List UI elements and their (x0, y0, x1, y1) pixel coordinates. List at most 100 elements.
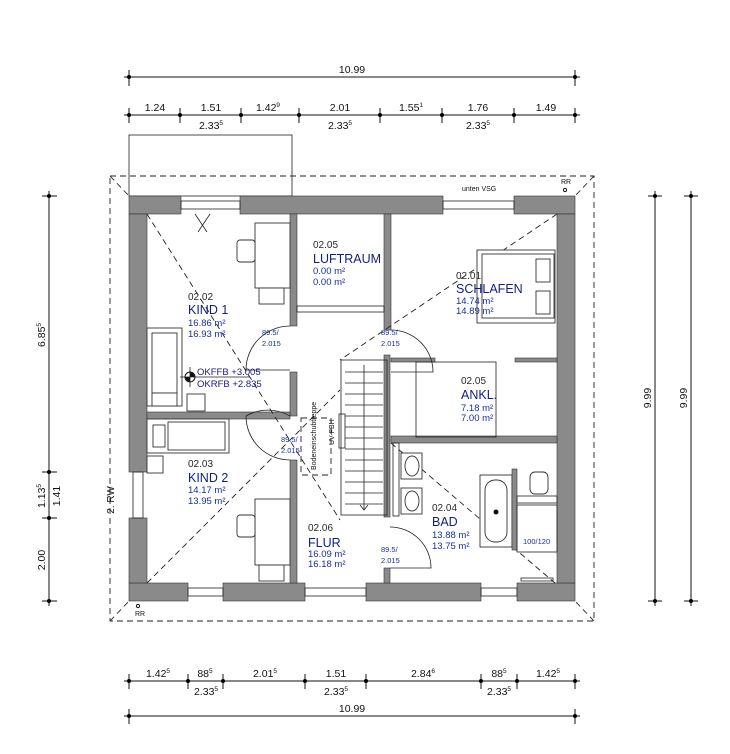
svg-text:2.00: 2.00 (36, 550, 48, 571)
top-dimension-chain: 10.99 1.24 1.51 1.429 2.01 1.551 1.76 1.… (124, 64, 580, 132)
rain-pipe-label-top: RR (561, 179, 571, 186)
dim-top-seg: 1.24 (145, 102, 166, 114)
dim-top-seg: 1.51 (201, 102, 222, 114)
dimension-point (47, 194, 51, 198)
svg-text:KIND 1: KIND 1 (188, 303, 228, 317)
distributor-box (338, 413, 346, 449)
svg-text:14.74 m²: 14.74 m² (456, 296, 494, 307)
dim-top-total: 10.99 (339, 64, 365, 76)
dim-top-axis: 2.335 (199, 120, 223, 132)
svg-text:89.5/: 89.5/ (381, 328, 399, 337)
svg-text:ANKL.: ANKL. (461, 388, 497, 402)
svg-text:16.18 m²: 16.18 m² (308, 559, 346, 570)
level-marker: OKFFB +3.005 OKRFB +2.835 (180, 367, 262, 390)
room-label-kind1: 02.02 KIND 1 16.86 m² 16.93 m² (188, 292, 228, 340)
windows (132, 200, 518, 597)
door-label: 89.5/2.015 (381, 328, 400, 348)
svg-text:7.18 m²: 7.18 m² (461, 403, 493, 414)
dim-top-seg: 2.01 (330, 102, 351, 114)
roof-edge-label: 2. RW (106, 486, 117, 514)
svg-text:0.00 m²: 0.00 m² (313, 277, 345, 288)
okrfb-label: OKRFB +2.835 (197, 379, 262, 390)
furniture (146, 222, 558, 582)
svg-text:89.5/: 89.5/ (281, 435, 299, 444)
dim-bottom-seg: 1.425 (146, 668, 170, 680)
shower-size-label: 100/120 (523, 537, 550, 546)
rain-pipe-label-bottom: RR (135, 611, 145, 618)
dimension-point (47, 599, 51, 603)
svg-text:14.89 m²: 14.89 m² (456, 306, 494, 317)
svg-text:FLUR: FLUR (308, 536, 341, 550)
dimension-point (221, 679, 225, 683)
dim-bottom-seg: 2.846 (411, 668, 435, 680)
dim-top-axis: 2.335 (466, 120, 490, 132)
svg-text:02.04: 02.04 (432, 503, 457, 514)
dim-top-seg: 1.76 (468, 102, 489, 114)
svg-text:6.855: 6.855 (36, 323, 48, 347)
attic-ladder (300, 417, 332, 476)
dimension-point (378, 113, 382, 117)
closet-outline (415, 361, 497, 438)
dim-bottom-seg: 885 (491, 668, 507, 680)
rain-pipe-icon (135, 603, 141, 609)
svg-text:13.75 m²: 13.75 m² (432, 541, 470, 552)
dimension-point (178, 113, 182, 117)
svg-text:89.5/: 89.5/ (381, 545, 399, 554)
dim-top-seg: 1.49 (536, 102, 557, 114)
dimension-point (479, 679, 483, 683)
dimension-point (364, 679, 368, 683)
svg-text:0.00 m²: 0.00 m² (313, 266, 345, 277)
window-note: unten VSG (462, 186, 496, 193)
svg-text:16.93 m²: 16.93 m² (188, 329, 226, 340)
svg-text:9.99: 9.99 (642, 388, 654, 409)
svg-text:89.5/: 89.5/ (262, 328, 280, 337)
dim-bottom-seg: 1.51 (326, 668, 347, 680)
room-label-kind2: 02.03 KIND 2 14.17 m² 13.95 m² (188, 459, 228, 507)
svg-text:02.05: 02.05 (313, 240, 338, 251)
rain-pipe-icon (562, 187, 568, 193)
svg-text:1.135: 1.135 (36, 484, 48, 508)
svg-text:7.00 m²: 7.00 m² (461, 413, 493, 424)
svg-text:16.86 m²: 16.86 m² (188, 318, 226, 329)
dimension-point (303, 679, 307, 683)
door-label: 89.5/2.015 (381, 545, 400, 565)
dimension-point (186, 679, 190, 683)
svg-text:2.015: 2.015 (381, 339, 400, 348)
dimension-point (440, 113, 444, 117)
attic-ladder-label: Bodeneinschubtreppe (311, 402, 318, 470)
dimension-point (127, 679, 131, 683)
dim-bottom-seg: 2.015 (253, 668, 277, 680)
room-label-schlafen: 02.01 SCHLAFEN 14.74 m² 14.89 m² (456, 271, 523, 317)
dim-top-seg: 1.551 (399, 102, 423, 114)
svg-text:02.03: 02.03 (188, 459, 213, 470)
dimension-point (573, 113, 577, 117)
dim-bottom-axis: 2.335 (324, 686, 348, 698)
left-dimension-chain: 6.855 1.135 1.41 2.00 (36, 191, 63, 606)
svg-text:SCHLAFEN: SCHLAFEN (456, 282, 523, 296)
svg-text:2.015: 2.015 (381, 556, 400, 565)
svg-text:KIND 2: KIND 2 (188, 471, 228, 485)
dim-top-axis: 2.335 (328, 120, 352, 132)
okffb-label: OKFFB +3.005 (197, 367, 261, 378)
room-label-bad: 02.04 BAD 13.88 m² 13.75 m² (432, 503, 470, 552)
svg-text:02.02: 02.02 (188, 292, 213, 303)
room-label-luftraum: 02.05 LUFTRAUM 0.00 m² 0.00 m² (313, 240, 381, 288)
right-dimension-chain: 9.99 9.99 (642, 191, 698, 606)
svg-text:BAD: BAD (432, 515, 458, 529)
svg-text:02.06: 02.06 (308, 523, 333, 534)
svg-text:14.17 m²: 14.17 m² (188, 485, 226, 496)
bottom-dimension-chain: 1.425 885 2.015 1.51 2.846 885 1.425 2.3… (124, 668, 580, 724)
dim-bottom-axis: 2.335 (194, 686, 218, 698)
svg-text:LUFTRAUM: LUFTRAUM (313, 252, 381, 266)
dimension-point (47, 470, 51, 474)
dimension-point (512, 113, 516, 117)
svg-text:02.01: 02.01 (456, 271, 481, 282)
exterior-walls (128, 195, 576, 602)
dimension-point (573, 679, 577, 683)
dimension-point (47, 516, 51, 520)
dim-bottom-seg: 885 (197, 668, 213, 680)
distributor-label: UV-FBH (329, 419, 336, 445)
door-label: 89.5/2.015 (262, 328, 281, 348)
door-label: 89.5/2.015 (281, 435, 300, 455)
